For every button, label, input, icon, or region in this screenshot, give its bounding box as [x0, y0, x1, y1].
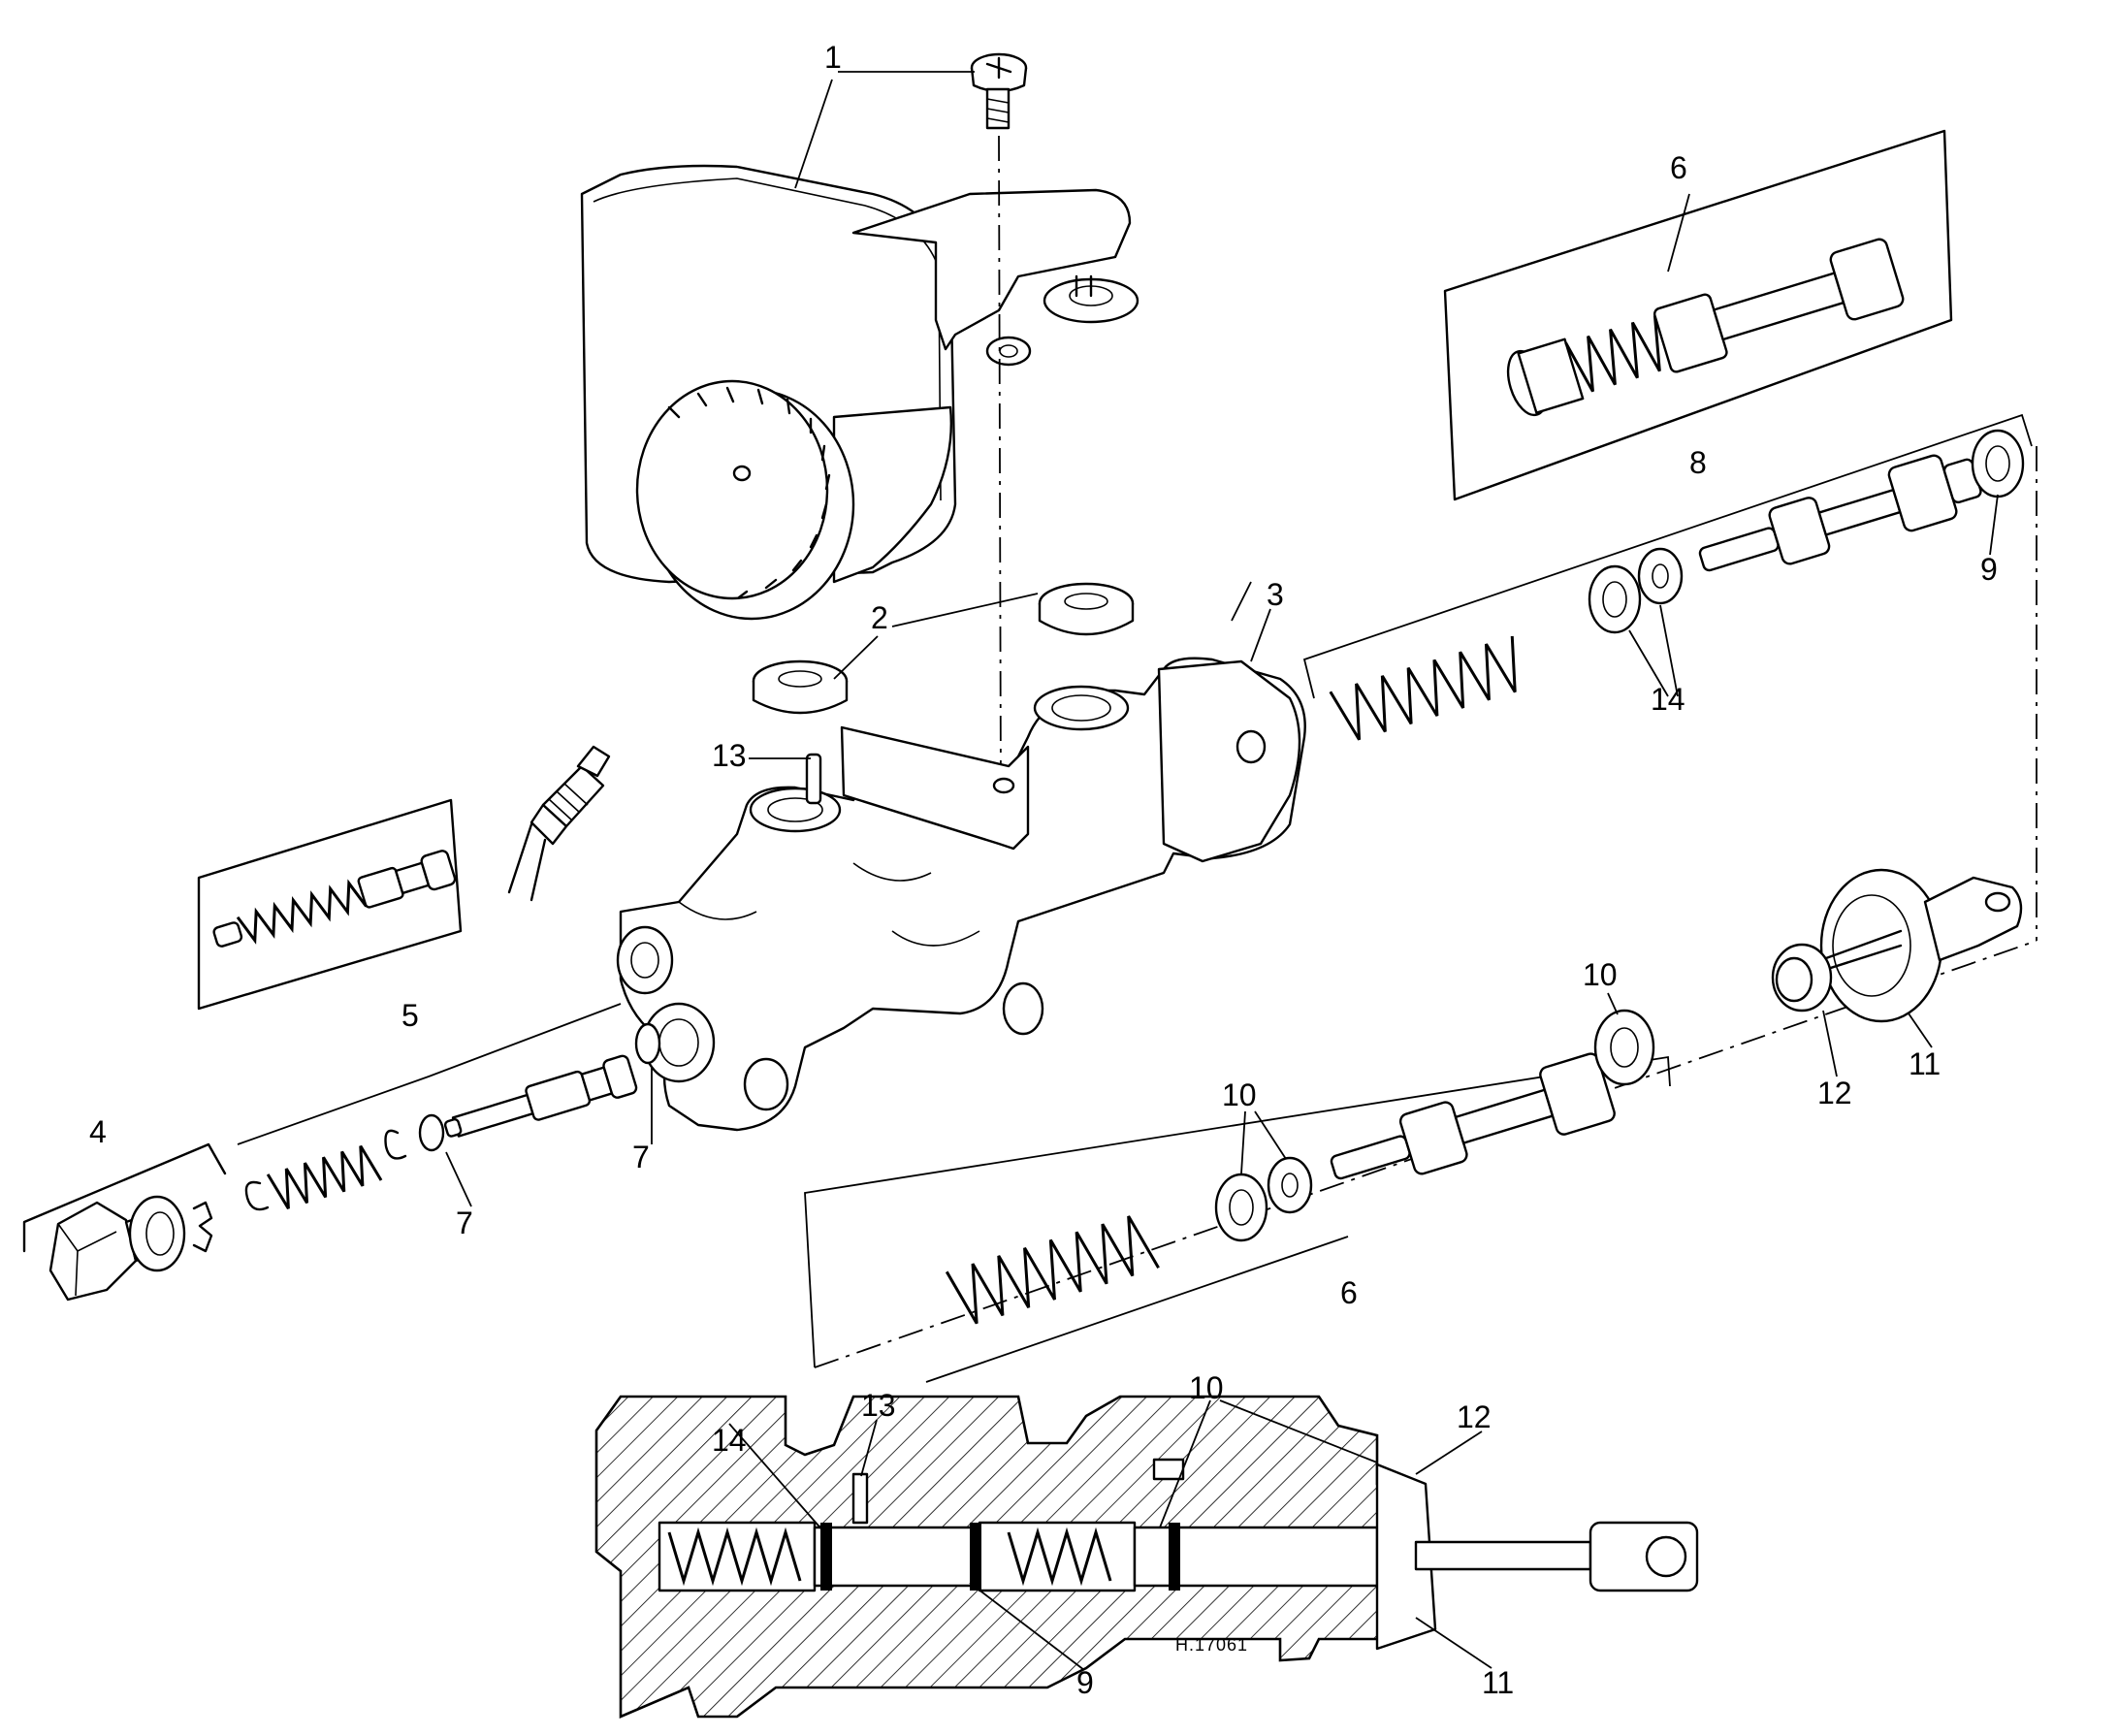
boot-and-pushrod [1771, 868, 2023, 1023]
label-10a: 10 [1583, 957, 1618, 992]
screw-centerline [998, 135, 1002, 796]
piston-assembly-8-exploded [1302, 413, 2033, 741]
label-8: 8 [1689, 445, 1707, 480]
label-5: 5 [401, 998, 419, 1033]
label-14b: 14 [712, 1423, 747, 1458]
label-7a: 7 [632, 1140, 650, 1174]
label-11b: 11 [1482, 1665, 1514, 1700]
stop-light-switch [507, 745, 611, 902]
reservoir-seals [752, 582, 1135, 715]
drawing-reference: H.17061 [1175, 1635, 1248, 1655]
cylinder-body [616, 657, 1306, 1132]
sectional-view: H.17061 [594, 1395, 1699, 1719]
part-labels: 1 2 3 4 5 6 6 7 7 8 9 9 10 10 10 11 11 1… [89, 40, 1998, 1700]
label-3: 3 [1267, 577, 1284, 612]
piston-assembly-5-box [197, 798, 463, 1011]
piston-assembly-5-exploded [237, 1003, 661, 1211]
label-14a: 14 [1651, 682, 1685, 717]
label-10c: 10 [1189, 1370, 1224, 1405]
reservoir-screw [970, 52, 1028, 130]
end-plug-4 [22, 1142, 227, 1302]
label-12b: 12 [1457, 1399, 1492, 1434]
fluid-reservoir [580, 164, 1139, 621]
label-10b: 10 [1222, 1077, 1257, 1112]
label-13a: 13 [712, 738, 747, 773]
label-11a: 11 [1909, 1046, 1941, 1081]
piston-assembly-6-exploded [804, 446, 2038, 1383]
piston-assembly-6-box-top [1443, 129, 1953, 501]
label-12a: 12 [1817, 1076, 1852, 1110]
label-2: 2 [871, 600, 888, 635]
reservoir-cap [635, 379, 855, 621]
label-1: 1 [824, 40, 842, 75]
label-6b: 6 [1340, 1275, 1358, 1310]
leader-lines [445, 71, 1999, 1671]
label-9a: 9 [1980, 552, 1998, 587]
label-7b: 7 [456, 1206, 473, 1240]
label-13b: 13 [861, 1388, 896, 1423]
label-4: 4 [89, 1114, 107, 1149]
roll-pin [805, 753, 822, 805]
label-6a: 6 [1670, 150, 1687, 185]
label-9b: 9 [1076, 1665, 1094, 1700]
